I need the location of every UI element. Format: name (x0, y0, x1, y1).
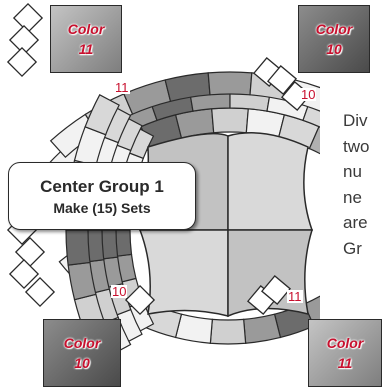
corner-square (266, 64, 298, 96)
corner-square (8, 24, 40, 56)
corner-square (6, 46, 38, 78)
callout-subtitle: Make (15) Sets (53, 199, 151, 216)
center-quadrant (227, 132, 314, 231)
corner-square-shape (14, 236, 46, 268)
top-arc-segment (207, 71, 253, 96)
bottom-arc-segment (209, 318, 247, 345)
callout-title: Center Group 1 (40, 176, 164, 196)
color-swatch-top-right: Color 10 (298, 5, 370, 73)
corner-square-shape (12, 2, 44, 34)
swatch-label: Color (67, 20, 105, 37)
color-swatch-top-left: Color 11 (50, 5, 122, 73)
corner-square-shape (24, 276, 56, 308)
corner-square (24, 276, 56, 308)
piece-label-bottom-right: 11 (287, 289, 303, 304)
color-swatch-bottom-right: Color 11 (308, 319, 382, 387)
piece-label-bottom-left: 10 (111, 284, 128, 299)
top-arc-segment (308, 125, 320, 155)
swatch-number: 10 (74, 355, 90, 371)
bottom-arc-segment (243, 313, 282, 344)
swatch-number: 10 (326, 41, 342, 57)
corner-square-shape (6, 46, 38, 78)
center-quadrant (138, 229, 229, 317)
corner-square (124, 284, 156, 316)
left-arc-segment (65, 229, 91, 266)
corner-square (260, 274, 292, 306)
piece-label-top-left: 11 (114, 80, 130, 95)
instruction-line: are (343, 213, 368, 232)
corner-square-shape (260, 274, 292, 306)
instruction-line: two (343, 136, 370, 156)
instruction-line: nu (343, 162, 362, 181)
center-group-callout: Center Group 1 Make (15) Sets (8, 162, 196, 230)
corner-square-shape (8, 258, 40, 290)
corner-square (14, 236, 46, 268)
corner-square (12, 2, 44, 34)
left-arc-segment (84, 93, 120, 136)
bottom-arc-segment (332, 270, 373, 309)
instruction-line: Gr (343, 238, 362, 258)
swatch-label: Color (326, 334, 364, 351)
swatch-number: 11 (78, 41, 94, 57)
corner-square-shape (124, 284, 156, 316)
top-arc-segment (211, 107, 249, 134)
piece-label-top-right: 10 (300, 87, 317, 102)
corner-square-shape (8, 24, 40, 56)
swatch-label: Color (63, 334, 101, 351)
corner-square (8, 258, 40, 290)
bottom-arc-segment (174, 313, 213, 344)
instruction-text-fragment: Div two nu ne are Gr (343, 108, 383, 261)
corner-square-shape (266, 64, 298, 96)
swatch-label: Color (315, 20, 353, 37)
instruction-line: Div (343, 111, 368, 130)
color-swatch-bottom-left: Color 10 (43, 319, 121, 387)
instruction-line: ne (343, 187, 362, 207)
swatch-number: 11 (337, 355, 353, 371)
